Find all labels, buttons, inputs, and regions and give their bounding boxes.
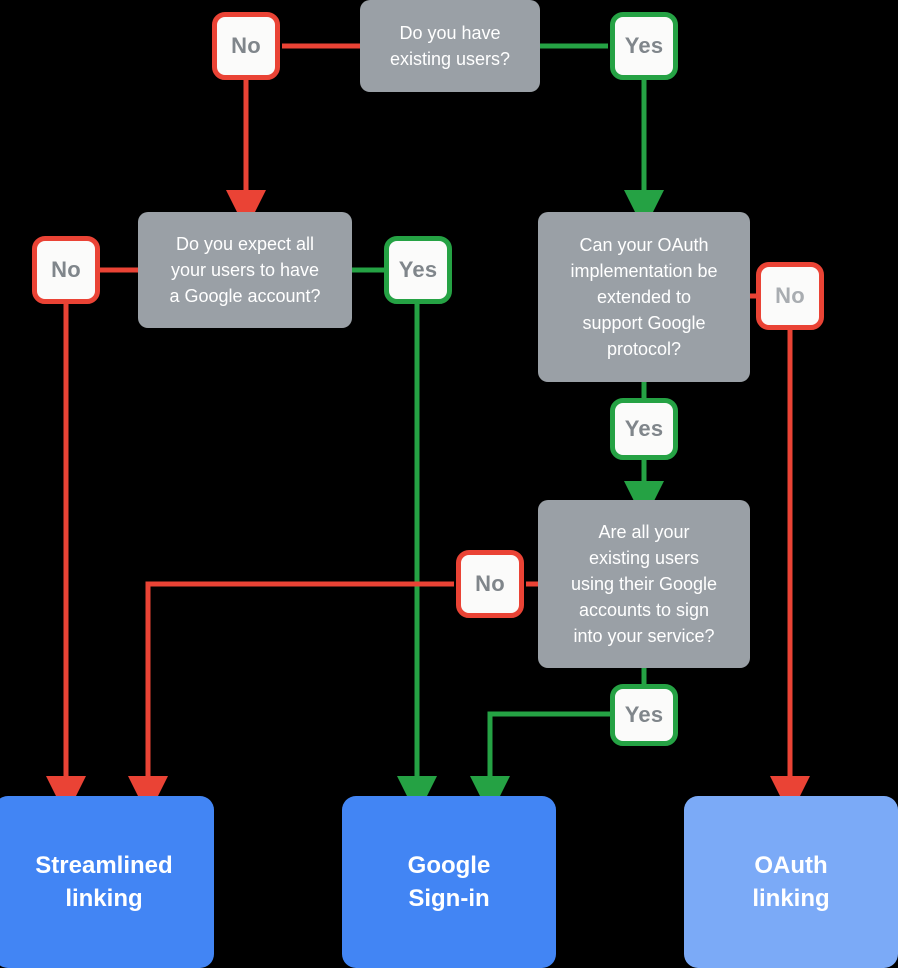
edge-label-q3-no[interactable]: No: [756, 262, 824, 330]
outcome-box-google-signin[interactable]: Google Sign-in: [342, 796, 556, 968]
edge-label-q2-yes[interactable]: Yes: [384, 236, 452, 304]
edge-label-q4-no[interactable]: No: [456, 550, 524, 618]
edge-q4-no-to-streamlined: [128, 581, 454, 816]
outcome-box-streamlined-linking[interactable]: Streamlined linking: [0, 796, 214, 968]
question-box-users-google-accounts[interactable]: Are all your existing users using their …: [538, 500, 750, 668]
edge-q4-yes-to-signin: [470, 711, 610, 816]
edge-label-q2-no[interactable]: No: [32, 236, 100, 304]
outcome-box-oauth-linking[interactable]: OAuth linking: [684, 796, 898, 968]
edge-label-q4-yes[interactable]: Yes: [610, 684, 678, 746]
question-box-oauth-extendable[interactable]: Can your OAuth implementation be extende…: [538, 212, 750, 382]
edge-label-q3-yes[interactable]: Yes: [610, 398, 678, 460]
question-box-existing-users[interactable]: Do you have existing users?: [360, 0, 540, 92]
question-box-google-account[interactable]: Do you expect all your users to have a G…: [138, 212, 352, 328]
edge-label-q1-no[interactable]: No: [212, 12, 280, 80]
edge-label-q1-yes[interactable]: Yes: [610, 12, 678, 80]
